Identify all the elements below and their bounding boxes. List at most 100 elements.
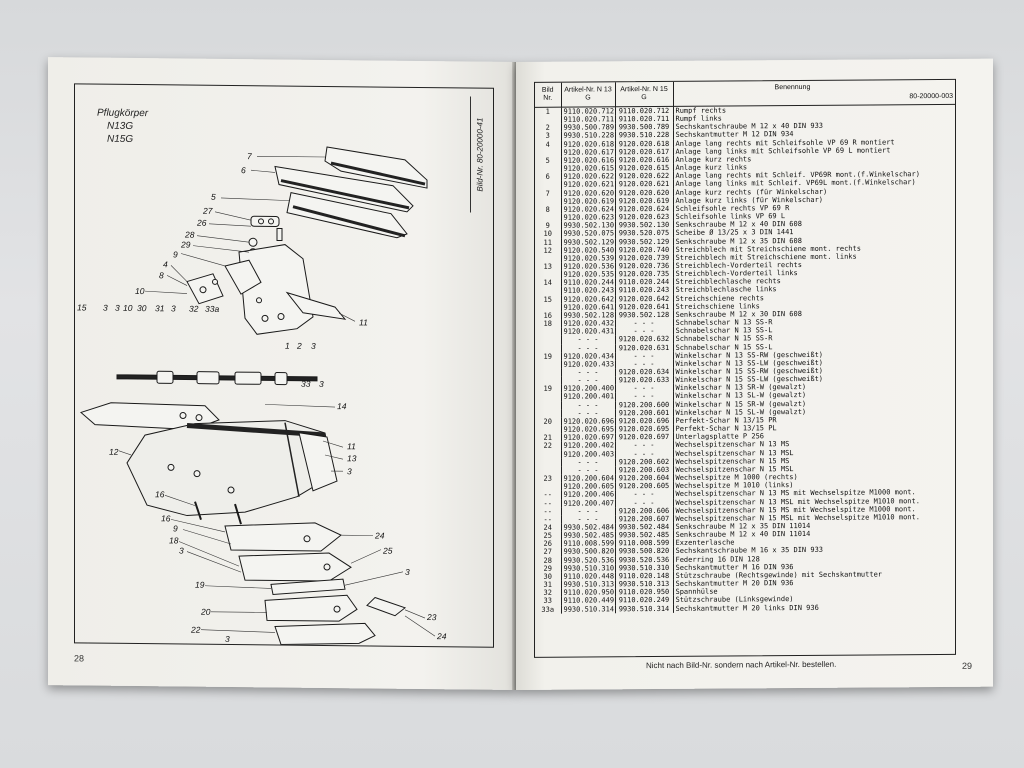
- callout-10: 10: [135, 286, 145, 296]
- callout-8: 8: [159, 270, 164, 280]
- cell-bild-nr: [535, 401, 561, 410]
- callout-5: 5: [211, 192, 216, 202]
- cell-bild-nr: [535, 336, 561, 345]
- cell-artikel-n13g: 9110.020.712: [561, 106, 615, 116]
- cell-artikel-n15g: 9120.020.620: [615, 188, 673, 198]
- callout-20: 20: [200, 607, 211, 617]
- cell-bild-nr: 3: [535, 132, 561, 141]
- cell-artikel-n13g: 9120.200.401: [561, 392, 615, 402]
- cell-bild-nr: 16: [535, 311, 561, 320]
- cell-bild-nr: [535, 458, 561, 467]
- left-page: Pflugkörper N13G N15G Bild-Nr. 80-20000-…: [48, 57, 516, 690]
- cell-bild-nr: 33: [535, 597, 561, 606]
- callout-27: 27: [202, 206, 213, 216]
- cell-bild-nr: 19: [535, 352, 561, 361]
- cell-bild-nr: [535, 197, 561, 206]
- callout-25: 25: [382, 546, 393, 556]
- cell-artikel-n15g: 9120.020.642: [615, 294, 673, 304]
- cell-bild-nr: 20: [535, 417, 561, 426]
- cell-artikel-n13g: 9110.020.449: [561, 596, 615, 606]
- cell-artikel-n15g: 9120.020.641: [615, 302, 673, 312]
- callout-19: 19: [195, 580, 205, 590]
- callout-3c: 3: [171, 303, 176, 313]
- cell-artikel-n15g: 9120.200.602: [615, 457, 673, 467]
- cell-bild-nr: [535, 148, 561, 157]
- cell-bild-nr: 10: [535, 230, 561, 239]
- cell-bild-nr: [535, 270, 561, 280]
- header-benennung-label: Benennung: [774, 83, 811, 92]
- cell-bild-nr: [535, 287, 561, 296]
- cell-bild-nr: [535, 327, 561, 337]
- callout-3i: 3: [225, 634, 230, 644]
- cell-artikel-n15g: 9930.500.820: [615, 547, 673, 556]
- cell-bild-nr: --: [535, 491, 561, 500]
- callout-11b: 11: [347, 441, 356, 451]
- cell-artikel-n15g: 9120.020.631: [615, 343, 673, 352]
- cell-bild-nr: [535, 466, 561, 475]
- header-artikel-n13g: Artikel-Nr. N 13 G: [561, 82, 615, 108]
- cell-artikel-n15g: 9930.502.128: [615, 310, 673, 320]
- cell-bild-nr: 2: [535, 123, 561, 133]
- callout-3f: 3: [347, 466, 352, 476]
- cell-bild-nr: 18: [535, 319, 561, 329]
- parts-table-header: Bild Nr. Artikel-Nr. N 13 G Artikel-Nr. …: [535, 79, 955, 108]
- cell-artikel-n13g: 9120.020.617: [561, 148, 615, 157]
- cell-bild-nr: [535, 425, 561, 435]
- cell-bild-nr: 24: [535, 523, 561, 532]
- callout-16b: 16: [161, 513, 171, 523]
- document-code: 80-20000-003: [909, 92, 953, 101]
- cell-bild-nr: [535, 254, 561, 263]
- cell-artikel-n13g: 9120.020.621: [561, 180, 615, 190]
- diagram-frame: Pflugkörper N13G N15G Bild-Nr. 80-20000-…: [74, 83, 494, 648]
- callout-3g: 3: [179, 545, 184, 555]
- callout-11: 11: [359, 317, 368, 327]
- cell-bild-nr: 29: [535, 564, 561, 573]
- cell-artikel-n15g: 9120.200.600: [615, 400, 673, 410]
- part-unterlagsplatte: [264, 594, 358, 622]
- cell-bild-nr: [535, 450, 561, 459]
- cell-bild-nr: 33a: [535, 605, 561, 614]
- cell-bild-nr: 9: [535, 221, 561, 231]
- cell-bild-nr: 26: [535, 539, 561, 549]
- cell-bild-nr: 28: [535, 556, 561, 565]
- cell-artikel-n15g: 9110.020.712: [615, 106, 673, 116]
- cell-artikel-n15g: 9930.520.536: [615, 555, 673, 565]
- callout-4: 4: [163, 259, 168, 269]
- cell-artikel-n15g: 9120.020.618: [615, 139, 673, 149]
- callout-16a: 16: [155, 489, 165, 499]
- cell-artikel-n15g: 9120.020.619: [615, 196, 673, 206]
- cell-bild-nr: 5: [535, 156, 561, 165]
- callout-15: 15: [77, 302, 87, 312]
- callout-13: 13: [347, 453, 357, 463]
- cell-artikel-n13g: 9120.020.641: [561, 303, 615, 312]
- order-footnote: Nicht nach Bild-Nr. sondern nach Artikel…: [646, 659, 837, 671]
- cell-bild-nr: 27: [535, 548, 561, 557]
- callout-3b: 3: [115, 303, 120, 313]
- cell-bild-nr: 22: [535, 442, 561, 451]
- callout-1: 1: [285, 341, 290, 351]
- callout-32: 32: [189, 304, 199, 314]
- callout-33: 33: [301, 379, 311, 389]
- header-bild: Bild Nr.: [535, 82, 561, 108]
- cell-benennung: Sechskantmutter M 20 links DIN 936: [675, 603, 819, 613]
- cell-artikel-n15g: 9120.020.633: [615, 376, 673, 385]
- cell-bild-nr: 19: [535, 384, 561, 394]
- cell-bild-nr: 8: [535, 205, 561, 214]
- part-streichschiene: [80, 402, 220, 431]
- cell-bild-nr: --: [535, 507, 561, 516]
- cell-artikel-n13g: 9930.510.314: [561, 604, 615, 614]
- cell-artikel-n15g: 9930.510.314: [615, 604, 673, 613]
- cell-artikel-n13g: 9120.200.407: [561, 498, 615, 508]
- parts-table: Bild Nr. Artikel-Nr. N 13 G Artikel-Nr. …: [535, 79, 955, 614]
- cell-artikel-n13g: 9120.020.642: [561, 294, 615, 304]
- callout-3h: 3: [405, 567, 410, 577]
- cell-artikel-n13g: 9120.200.403: [561, 449, 615, 459]
- cell-bild-nr: 32: [535, 588, 561, 598]
- cell-bild-nr: 25: [535, 531, 561, 541]
- cell-bild-nr: [535, 213, 561, 223]
- callout-29: 29: [180, 239, 191, 249]
- callout-31: 31: [155, 303, 165, 313]
- cell-artikel-n15g: 9930.520.075: [615, 229, 673, 238]
- cell-bild-nr: [535, 376, 561, 386]
